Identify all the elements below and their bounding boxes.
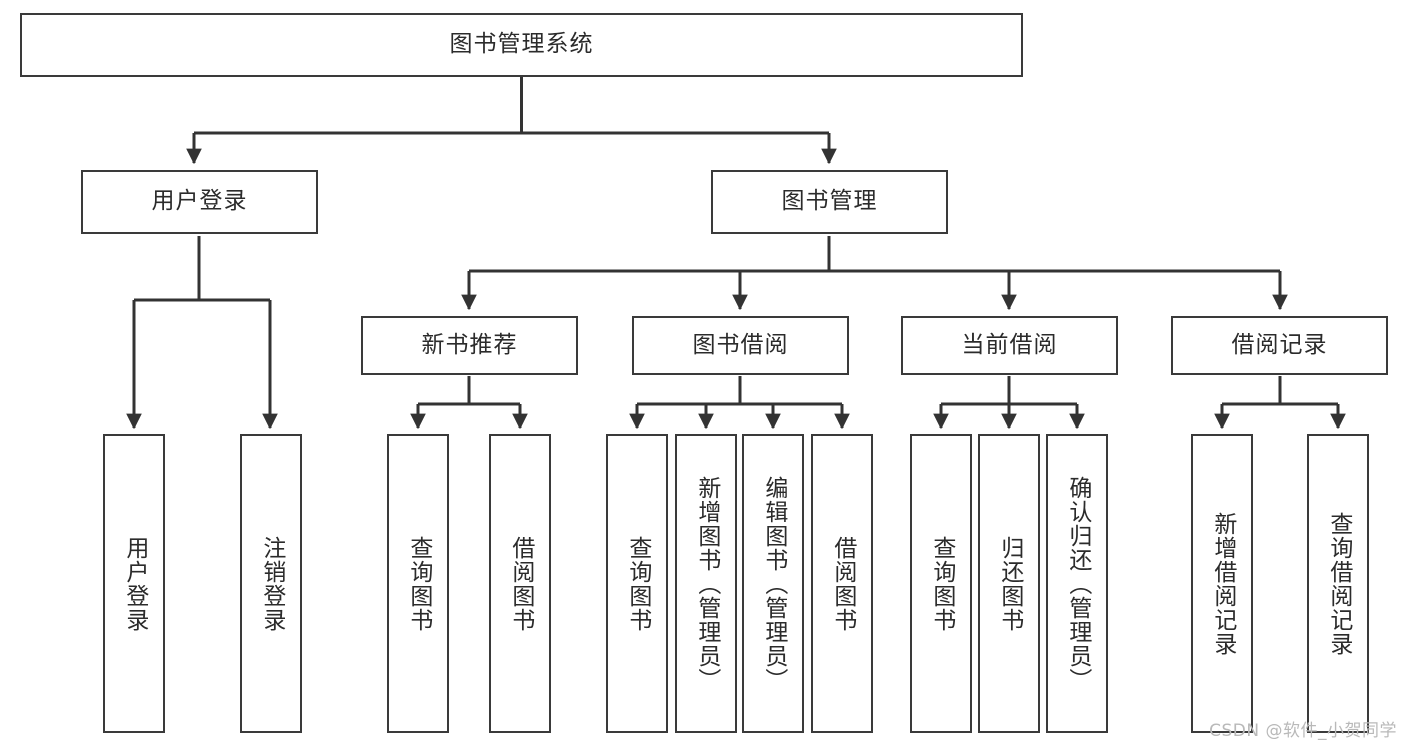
leaf-new-book-query[interactable]: 查询图书 [387,434,449,733]
node-user-login[interactable]: 用户登录 [81,170,318,234]
node-label: 查询图书 [928,535,955,632]
node-label: 查询图书 [405,535,432,632]
node-label: 确认归还（管理员） [1064,475,1091,692]
node-label: 编辑图书（管理员） [760,475,787,692]
node-current-borrow[interactable]: 当前借阅 [901,316,1118,375]
node-label: 当前借阅 [961,331,1058,358]
node-book-borrow[interactable]: 图书借阅 [632,316,849,375]
leaf-book-borrow-borrow[interactable]: 借阅图书 [811,434,873,733]
node-label: 归还图书 [996,535,1023,632]
node-borrow-record[interactable]: 借阅记录 [1171,316,1388,375]
node-label: 借阅图书 [829,535,856,632]
leaf-borrow-record-add[interactable]: 新增借阅记录 [1191,434,1253,733]
node-label: 查询借阅记录 [1325,511,1352,656]
leaf-current-borrow-query[interactable]: 查询图书 [910,434,972,733]
leaf-book-borrow-add-admin[interactable]: 新增图书（管理员） [675,434,737,733]
leaf-book-borrow-edit-admin[interactable]: 编辑图书（管理员） [742,434,804,733]
node-label: 借阅记录 [1231,331,1328,358]
node-label: 新书推荐 [421,331,518,358]
leaf-book-borrow-query[interactable]: 查询图书 [606,434,668,733]
node-label: 查询图书 [624,535,651,632]
node-new-book-recommend[interactable]: 新书推荐 [361,316,578,375]
node-root-system[interactable]: 图书管理系统 [20,13,1023,77]
node-label: 借阅图书 [507,535,534,632]
leaf-user-login-logout[interactable]: 注销登录 [240,434,302,733]
node-label: 图书管理系统 [449,31,594,58]
leaf-current-borrow-confirm-admin[interactable]: 确认归还（管理员） [1046,434,1108,733]
leaf-current-borrow-return[interactable]: 归还图书 [978,434,1040,733]
leaf-user-login-login[interactable]: 用户登录 [103,434,165,733]
node-book-management[interactable]: 图书管理 [711,170,948,234]
node-label: 新增借阅记录 [1209,511,1236,656]
node-label: 新增图书（管理员） [693,475,720,692]
leaf-borrow-record-query[interactable]: 查询借阅记录 [1307,434,1369,733]
node-label: 图书管理 [781,188,878,215]
node-label: 图书借阅 [692,331,789,358]
node-label: 用户登录 [121,535,148,632]
node-label: 注销登录 [258,535,285,632]
csdn-watermark: CSDN @软件_小贺同学 [1209,721,1397,741]
node-label: 用户登录 [151,188,248,215]
leaf-new-book-borrow[interactable]: 借阅图书 [489,434,551,733]
